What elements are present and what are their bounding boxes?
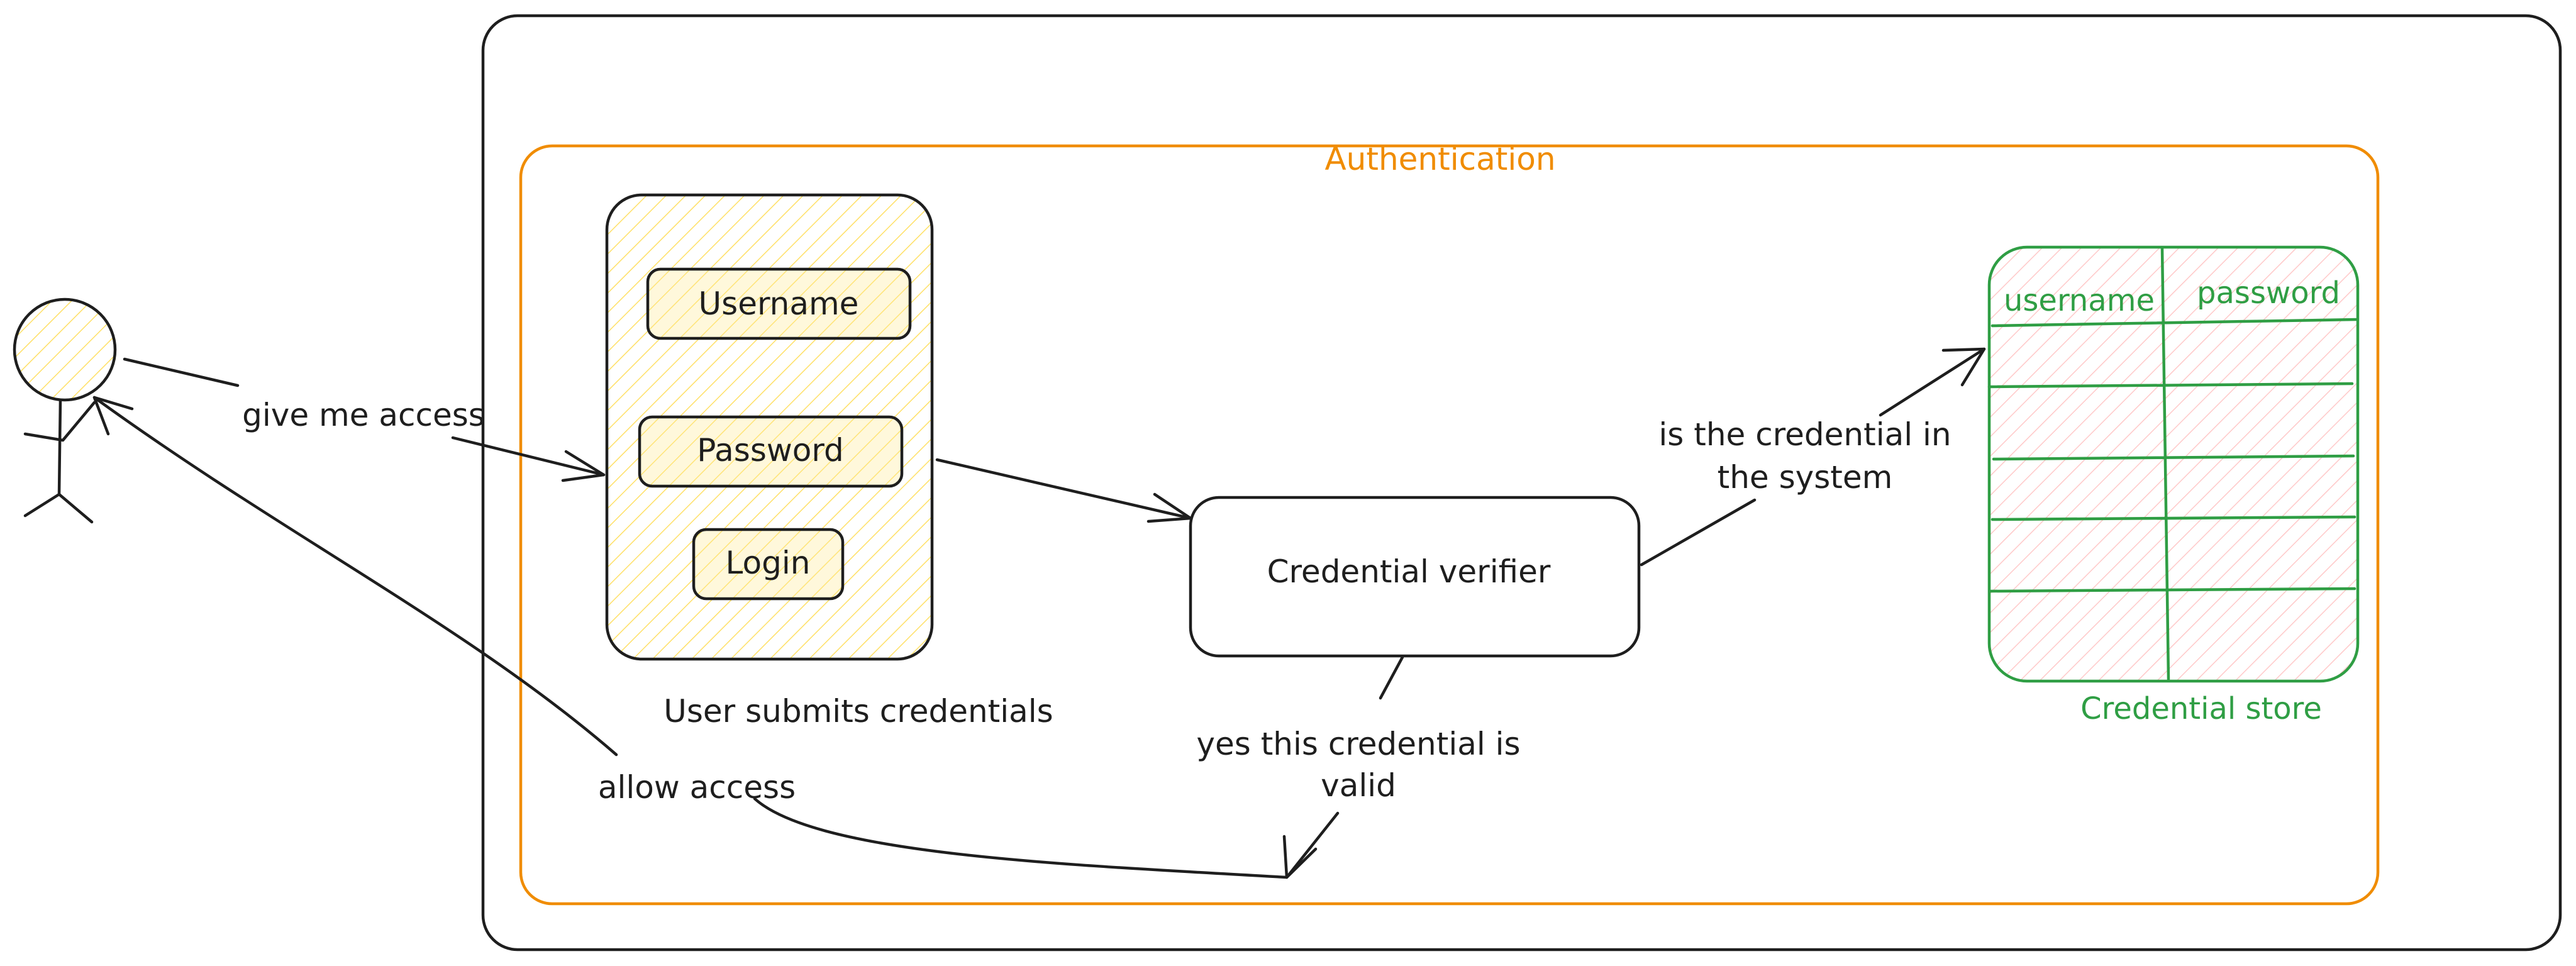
login-form: Username Password Login User submits cre… xyxy=(605,193,1053,730)
arrowhead-icon xyxy=(1941,347,1986,387)
edge-give-me-access-label: give me access xyxy=(242,397,485,433)
username-field[interactable]: Username xyxy=(646,267,912,340)
arrowhead-icon xyxy=(1146,492,1192,523)
credential-verifier: Credential verifier xyxy=(1189,496,1641,658)
credential-store-table xyxy=(1987,245,2360,683)
password-field-label: Password xyxy=(697,432,844,469)
credential-store-caption: Credential store xyxy=(2080,691,2322,726)
arrowhead-icon xyxy=(92,396,134,436)
edge-give-me-access: give me access xyxy=(123,357,606,482)
credential-store-column-username: username xyxy=(2004,283,2155,318)
username-field-label: Username xyxy=(699,286,859,322)
login-form-panel xyxy=(605,193,934,661)
password-field[interactable]: Password xyxy=(638,415,904,488)
edge-verifier-result-label-1: yes this credential is xyxy=(1196,726,1520,762)
login-button-label: Login xyxy=(726,545,811,581)
login-button[interactable]: Login xyxy=(692,528,845,601)
login-form-caption: User submits credentials xyxy=(663,693,1053,730)
edge-allow-access: allow access xyxy=(92,396,1289,879)
system-boundary xyxy=(481,14,2562,952)
arrowhead-icon xyxy=(1282,835,1318,879)
edge-verifier-result-label-2: valid xyxy=(1321,767,1396,804)
credential-store-grid xyxy=(1987,247,2358,681)
authentication-group-label: Authentication xyxy=(1324,141,1555,177)
edge-verifier-to-store-label-2: the system xyxy=(1718,459,1893,496)
edge-verifier-to-store-label-1: is the credential in xyxy=(1658,416,1951,453)
authentication-group xyxy=(519,144,2380,906)
edge-form-to-verifier xyxy=(935,458,1192,523)
stick-figure-icon xyxy=(23,398,96,524)
arrowhead-icon xyxy=(561,450,606,482)
edge-verifier-result: yes this credential is valid xyxy=(1196,655,1521,879)
edge-allow-access-label: allow access xyxy=(598,769,796,806)
actor xyxy=(13,297,117,524)
credential-store-column-password: password xyxy=(2197,275,2340,311)
edge-verifier-to-store: is the credential in the system xyxy=(1640,347,1986,567)
credential-store: username password Credential store xyxy=(1987,245,2360,726)
credential-verifier-label: Credential verifier xyxy=(1267,553,1551,590)
credential-verifier-box xyxy=(1189,496,1641,658)
actor-head-icon xyxy=(13,297,117,402)
